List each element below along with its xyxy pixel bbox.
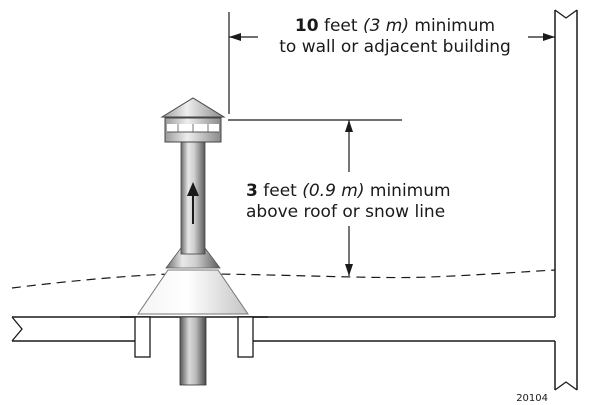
snow-line — [11, 269, 556, 289]
vent-cap — [160, 97, 226, 143]
flow-arrow — [187, 182, 199, 224]
wall-clearance-label-line1: 10 feet (3 m) minimum — [295, 16, 495, 36]
height-clearance-dimension — [228, 119, 402, 276]
roof-opening-framing — [120, 316, 268, 358]
wall-clearance-dimension — [228, 12, 555, 114]
height-clearance-label-line1: 3 feet (0.9 m) minimum — [246, 181, 451, 201]
vent-pipe-lower — [179, 316, 207, 386]
roof-flashing — [137, 269, 249, 315]
figure-id: 20104 — [516, 393, 548, 404]
wall-clearance-label-line2: to wall or adjacent building — [279, 37, 511, 57]
adjacent-wall — [554, 9, 578, 391]
height-clearance-label-line2: above roof or snow line — [246, 202, 445, 222]
roof-slab — [11, 316, 555, 342]
